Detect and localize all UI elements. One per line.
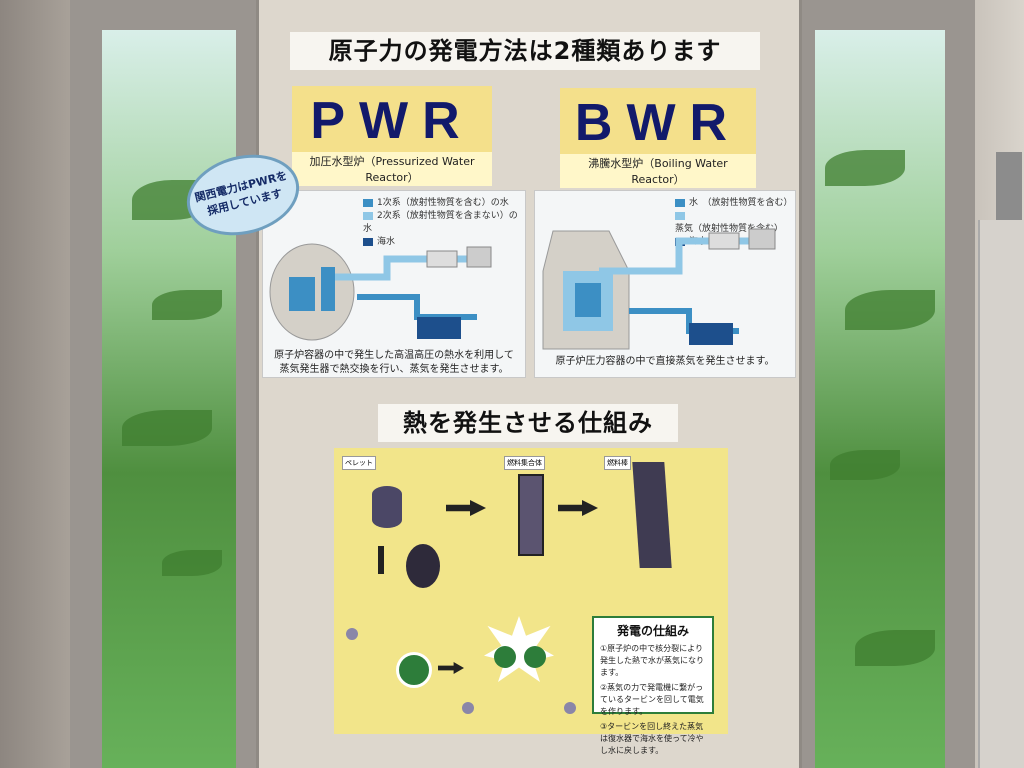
bwr-schematic	[542, 228, 776, 350]
door-hinge	[996, 152, 1022, 222]
legend-label: 1次系（放射性物質を含む）の水	[377, 198, 509, 208]
mechanism-item: ③タービンを回し終えた蒸気は復水器で海水を使って冷やし水に戻します。	[600, 722, 704, 755]
heat-heading: 熱を発生させる仕組み	[378, 404, 678, 442]
neutron-icon	[564, 702, 576, 714]
legend-swatch	[675, 198, 685, 207]
legend-label: 水 （放射性物質を含む）	[689, 198, 793, 208]
uranium-atom-icon	[396, 652, 432, 688]
legend-label: 海水	[377, 237, 396, 247]
legend-label: 2次系（放射性物質を含まない）の水	[363, 211, 518, 234]
legend-swatch	[675, 211, 685, 220]
top-heading: 原子力の発電方法は2種類あります	[290, 32, 760, 70]
pellet-label: ペレット	[342, 456, 376, 470]
legend-swatch	[363, 198, 373, 207]
fission-burst-icon	[484, 616, 554, 682]
bwr-sign: BWR 沸騰水型炉（Boiling Water Reactor）	[560, 88, 756, 188]
pwr-fullname: 加圧水型炉（Pressurized Water Reactor）	[292, 152, 492, 186]
pwr-legend: 1次系（放射性物質を含む）の水 2次系（放射性物質を含まない）の水 海水	[363, 197, 525, 249]
assembly-label: 燃料集合体	[504, 456, 545, 470]
pwr-diagram: 1次系（放射性物質を含む）の水 2次系（放射性物質を含まない）の水 海水 原子炉…	[262, 190, 526, 378]
left-window	[102, 30, 236, 768]
fuel-rod-icon	[632, 462, 672, 568]
neutron-icon	[346, 628, 358, 640]
bwr-acronym: BWR	[574, 94, 742, 152]
right-window	[815, 30, 945, 768]
pwr-schematic	[269, 243, 492, 341]
mechanism-item: ①原子炉の中で核分裂により発生した熱で水が蒸気になります。	[600, 644, 704, 677]
pellet-icon	[372, 486, 402, 528]
mechanism-title: 発電の仕組み	[616, 624, 689, 638]
left-wall	[0, 0, 70, 768]
bwr-caption: 原子炉圧力容器の中で直接蒸気を発生させます。	[555, 356, 775, 367]
pwr-acronym: PWR	[310, 92, 474, 150]
arrow-right-icon	[438, 662, 464, 674]
fission-fragment-icon	[524, 646, 546, 668]
neutron-icon	[462, 702, 474, 714]
pellet-detail-icon	[406, 544, 440, 588]
bwr-diagram: 水 （放射性物質を含む） 蒸気（放射性物質を含む） 海水 原子炉圧力容器の中で直…	[534, 190, 796, 378]
pwr-caption: 原子炉容器の中で発生した高温高圧の熱水を利用して 蒸気発生器で熱交換を行い、蒸気…	[274, 350, 514, 375]
arrow-down-icon	[378, 546, 384, 574]
legend-swatch	[363, 211, 373, 220]
cabinet	[978, 220, 1024, 768]
fission-fragment-icon	[494, 646, 516, 668]
arrow-right-icon	[558, 500, 598, 516]
fuel-assembly-icon	[518, 474, 544, 556]
pwr-sign: PWR 加圧水型炉（Pressurized Water Reactor）	[292, 86, 492, 186]
legend-label: 蒸気（放射性物質を含む）	[675, 224, 784, 234]
heat-poster: ペレット 燃料集合体 燃料棒 発電の仕組み ①原子炉の中で核分裂により発生した熱…	[334, 448, 728, 755]
bwr-fullname: 沸騰水型炉（Boiling Water Reactor）	[560, 154, 756, 188]
mechanism-item: ②蒸気の力で発電機に繋がっているタービンを回して電気を作ります。	[600, 683, 704, 716]
mechanism-box: 発電の仕組み ①原子炉の中で核分裂により発生した熱で水が蒸気になります。 ②蒸気…	[592, 616, 714, 755]
arrow-right-icon	[446, 500, 486, 516]
rod-label: 燃料棒	[604, 456, 631, 470]
legend-swatch	[363, 237, 373, 246]
